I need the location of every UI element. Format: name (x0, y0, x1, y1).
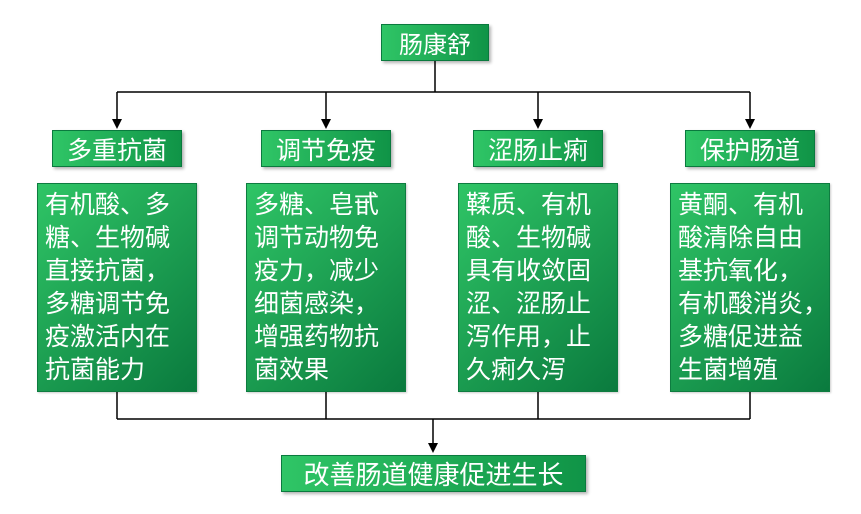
result-node-label: 改善肠道健康促进生长 (303, 460, 564, 490)
branch-body-text: 多糖、皂甙 调节动物免 疫力，减少 细菌感染， 增强药物抗 菌效果 (254, 191, 380, 384)
arrowhead-icon (428, 443, 438, 453)
branch-title-immune-regulation: 调节免疫 (261, 130, 391, 167)
branch-title-label: 调节免疫 (275, 136, 376, 165)
branch-body-astringent-antidysentery: 鞣质、有机 酸、生物碱 具有收敛固 涩、涩肠止 泻作用，止 久痢久泻 (458, 183, 618, 392)
bottom-arrowhead-group (428, 443, 438, 453)
branch-title-astringent-antidysentery: 涩肠止痢 (473, 130, 603, 167)
top-connector-group (116, 61, 751, 120)
arrowhead-icon (112, 119, 122, 129)
branch-body-text: 鞣质、有机 酸、生物碱 具有收敛固 涩、涩肠止 泻作用，止 久痢久泻 (466, 191, 592, 384)
branch-title-label: 涩肠止痢 (487, 136, 588, 165)
branch-body-text: 黄酮、有机 酸清除自由 基抗氧化， 有机酸消炎， 多糖促进益 生菌增殖 (678, 191, 829, 384)
branch-title-label: 保护肠道 (699, 136, 800, 165)
branch-body-gut-protection: 黄酮、有机 酸清除自由 基抗氧化， 有机酸消炎， 多糖促进益 生菌增殖 (670, 183, 830, 392)
branch-body-multi-antibacterial: 有机酸、多 糖、生物碱 直接抗菌， 多糖调节免 疫激活内在 抗菌能力 (37, 183, 197, 392)
arrowhead-icon (321, 119, 331, 129)
bottom-connector-group (116, 392, 751, 444)
root-node-label: 肠康舒 (399, 32, 471, 59)
branch-title-gut-protection: 保护肠道 (685, 130, 815, 167)
branch-body-immune-regulation: 多糖、皂甙 调节动物免 疫力，减少 细菌感染， 增强药物抗 菌效果 (246, 183, 406, 392)
result-node: 改善肠道健康促进生长 (281, 455, 586, 492)
branch-body-text: 有机酸、多 糖、生物碱 直接抗菌， 多糖调节免 疫激活内在 抗菌能力 (45, 191, 171, 384)
root-node: 肠康舒 (381, 24, 489, 61)
arrowhead-icon (533, 119, 543, 129)
arrowhead-icon (745, 119, 755, 129)
branch-title-multi-antibacterial: 多重抗菌 (52, 130, 182, 167)
branch-title-label: 多重抗菌 (66, 136, 167, 165)
top-arrowheads-group (112, 119, 755, 129)
